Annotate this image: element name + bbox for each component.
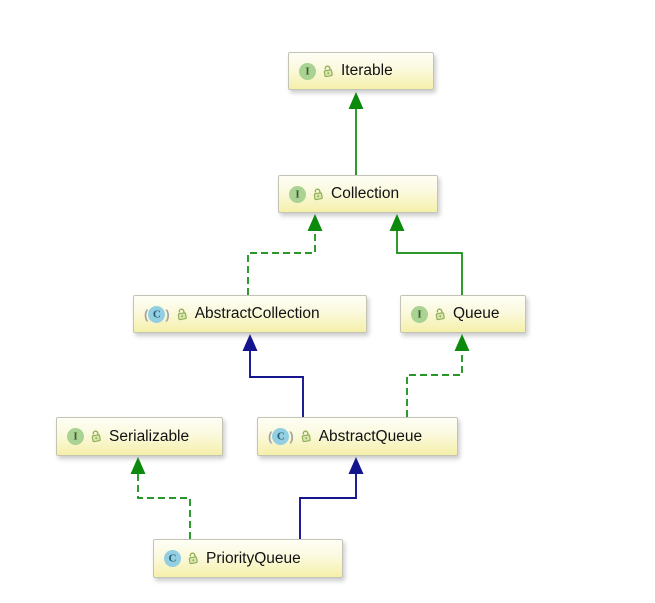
interface-icon: I <box>411 305 428 323</box>
class-node-abstractcollection[interactable]: ( C ) AbstractCollection <box>133 295 367 333</box>
open-lock-icon <box>433 308 446 321</box>
node-label: AbstractCollection <box>194 305 320 322</box>
abstract-paren-open: ( <box>144 306 149 322</box>
node-label: Queue <box>453 305 500 322</box>
class-icon-circle: C <box>272 428 290 445</box>
class-icon-letter: C <box>276 430 285 443</box>
open-lock-icon <box>186 552 199 565</box>
open-lock-icon <box>311 188 324 201</box>
class-icon-circle: C <box>148 305 166 323</box>
open-lock-icon <box>299 430 312 443</box>
abstract-class-icon: ( C ) <box>268 428 294 445</box>
edge-abstractqueue-extends-abstractcollection <box>242 333 304 417</box>
abstract-paren-open: ( <box>268 429 273 444</box>
open-lock-icon <box>89 430 102 443</box>
class-icon-letter: C <box>152 308 161 320</box>
interface-icon: I <box>289 185 306 203</box>
class-node-abstractqueue[interactable]: ( C ) AbstractQueue <box>257 417 458 456</box>
interface-icon: I <box>299 62 316 80</box>
open-lock-icon <box>175 308 188 321</box>
class-node-serializable[interactable]: I Serializable <box>56 417 223 456</box>
class-node-queue[interactable]: I Queue <box>400 295 526 333</box>
class-icon-letter: C <box>168 552 177 565</box>
node-label: AbstractQueue <box>318 427 423 445</box>
edge-abstractqueue-implements-queue <box>406 333 470 417</box>
edge-priorityqueue-implements-serializable <box>130 456 191 539</box>
class-node-iterable[interactable]: I Iterable <box>288 52 434 90</box>
abstract-class-icon: ( C ) <box>144 305 170 323</box>
abstract-paren-close: ) <box>289 429 294 444</box>
interface-icon-letter: I <box>295 188 300 200</box>
edge-abstractcollection-implements-collection <box>247 213 323 295</box>
open-lock-icon <box>321 65 334 78</box>
edge-priorityqueue-extends-abstractqueue <box>299 456 364 539</box>
interface-icon-letter: I <box>417 308 422 320</box>
node-label: Iterable <box>341 62 393 79</box>
class-icon: C <box>164 550 181 567</box>
interface-icon-letter: I <box>305 65 310 77</box>
interface-icon-letter: I <box>73 430 78 443</box>
interface-icon: I <box>67 428 84 445</box>
node-label: Collection <box>331 185 400 202</box>
class-node-collection[interactable]: I Collection <box>278 175 438 213</box>
abstract-paren-close: ) <box>165 306 170 322</box>
node-label: PriorityQueue <box>206 549 301 567</box>
class-node-priorityqueue[interactable]: C PriorityQueue <box>153 539 343 578</box>
node-label: Serializable <box>109 427 190 445</box>
edge-queue-extends-collection <box>389 213 463 295</box>
